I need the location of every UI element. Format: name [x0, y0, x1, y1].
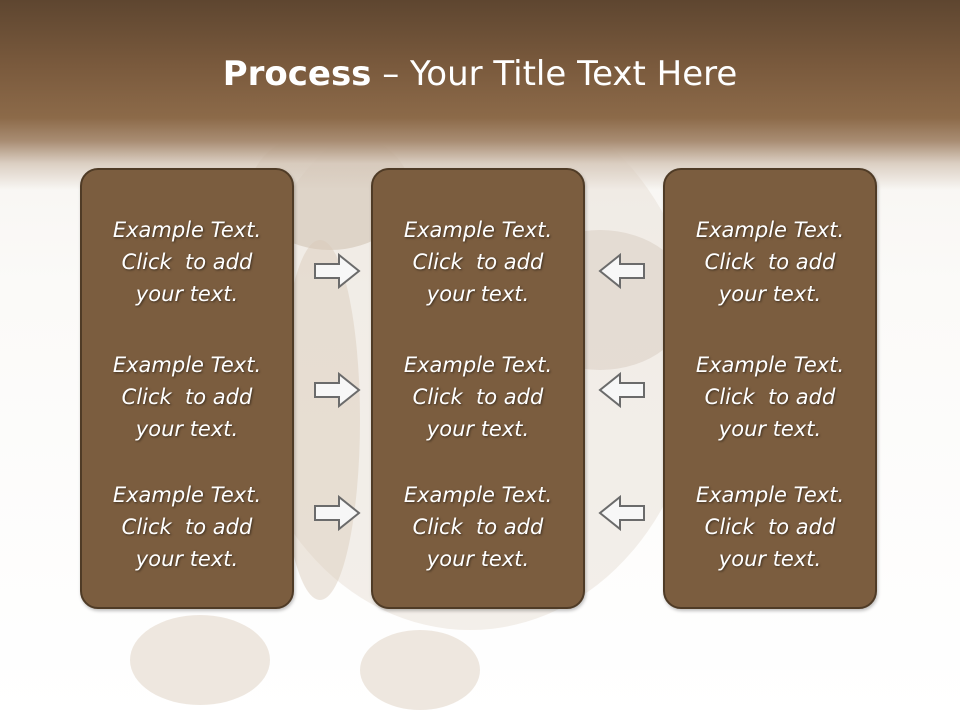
arrow-right-icon[interactable]	[313, 493, 363, 533]
arrow-left-icon[interactable]	[596, 251, 646, 291]
text-line: your text.	[426, 282, 530, 306]
panel-left[interactable]: Example Text. Click to add your text. Ex…	[80, 168, 294, 609]
text-line: Click to add	[412, 250, 544, 274]
text-line: Click to add	[121, 385, 253, 409]
text-line: Example Text.	[112, 218, 262, 242]
text-placeholder[interactable]: Example Text. Click to add your text.	[665, 214, 875, 310]
text-line: Example Text.	[112, 483, 262, 507]
text-placeholder[interactable]: Example Text. Click to add your text.	[82, 214, 292, 310]
text-placeholder[interactable]: Example Text. Click to add your text.	[373, 479, 583, 575]
text-line: Example Text.	[403, 218, 553, 242]
text-line: your text.	[135, 282, 239, 306]
arrow-right-icon[interactable]	[313, 251, 363, 291]
panel-right[interactable]: Example Text. Click to add your text. Ex…	[663, 168, 877, 609]
text-line: Example Text.	[695, 218, 845, 242]
text-line: Click to add	[121, 515, 253, 539]
text-placeholder[interactable]: Example Text. Click to add your text.	[82, 479, 292, 575]
text-placeholder[interactable]: Example Text. Click to add your text.	[665, 479, 875, 575]
arrow-left-icon[interactable]	[596, 370, 646, 410]
title-rest-text: – Your Title Text Here	[371, 54, 738, 94]
text-line: Click to add	[704, 385, 836, 409]
text-line: your text.	[718, 547, 822, 571]
text-line: Example Text.	[403, 483, 553, 507]
panel-center[interactable]: Example Text. Click to add your text. Ex…	[371, 168, 585, 609]
slide-title[interactable]: Process – Your Title Text Here	[0, 52, 960, 96]
text-placeholder[interactable]: Example Text. Click to add your text.	[373, 349, 583, 445]
text-placeholder[interactable]: Example Text. Click to add your text.	[665, 349, 875, 445]
header-band	[0, 0, 960, 190]
text-line: your text.	[426, 547, 530, 571]
text-placeholder[interactable]: Example Text. Click to add your text.	[82, 349, 292, 445]
text-line: your text.	[718, 417, 822, 441]
text-line: Click to add	[412, 385, 544, 409]
text-line: Example Text.	[112, 353, 262, 377]
text-line: Example Text.	[695, 353, 845, 377]
title-bold-text: Process	[222, 54, 372, 94]
arrow-right-icon[interactable]	[313, 370, 363, 410]
text-line: Example Text.	[695, 483, 845, 507]
arrow-left-icon[interactable]	[596, 493, 646, 533]
text-line: your text.	[135, 417, 239, 441]
text-line: your text.	[135, 547, 239, 571]
text-line: your text.	[718, 282, 822, 306]
text-line: Example Text.	[403, 353, 553, 377]
text-placeholder[interactable]: Example Text. Click to add your text.	[373, 214, 583, 310]
text-line: Click to add	[121, 250, 253, 274]
text-line: your text.	[426, 417, 530, 441]
text-line: Click to add	[704, 250, 836, 274]
text-line: Click to add	[704, 515, 836, 539]
text-line: Click to add	[412, 515, 544, 539]
